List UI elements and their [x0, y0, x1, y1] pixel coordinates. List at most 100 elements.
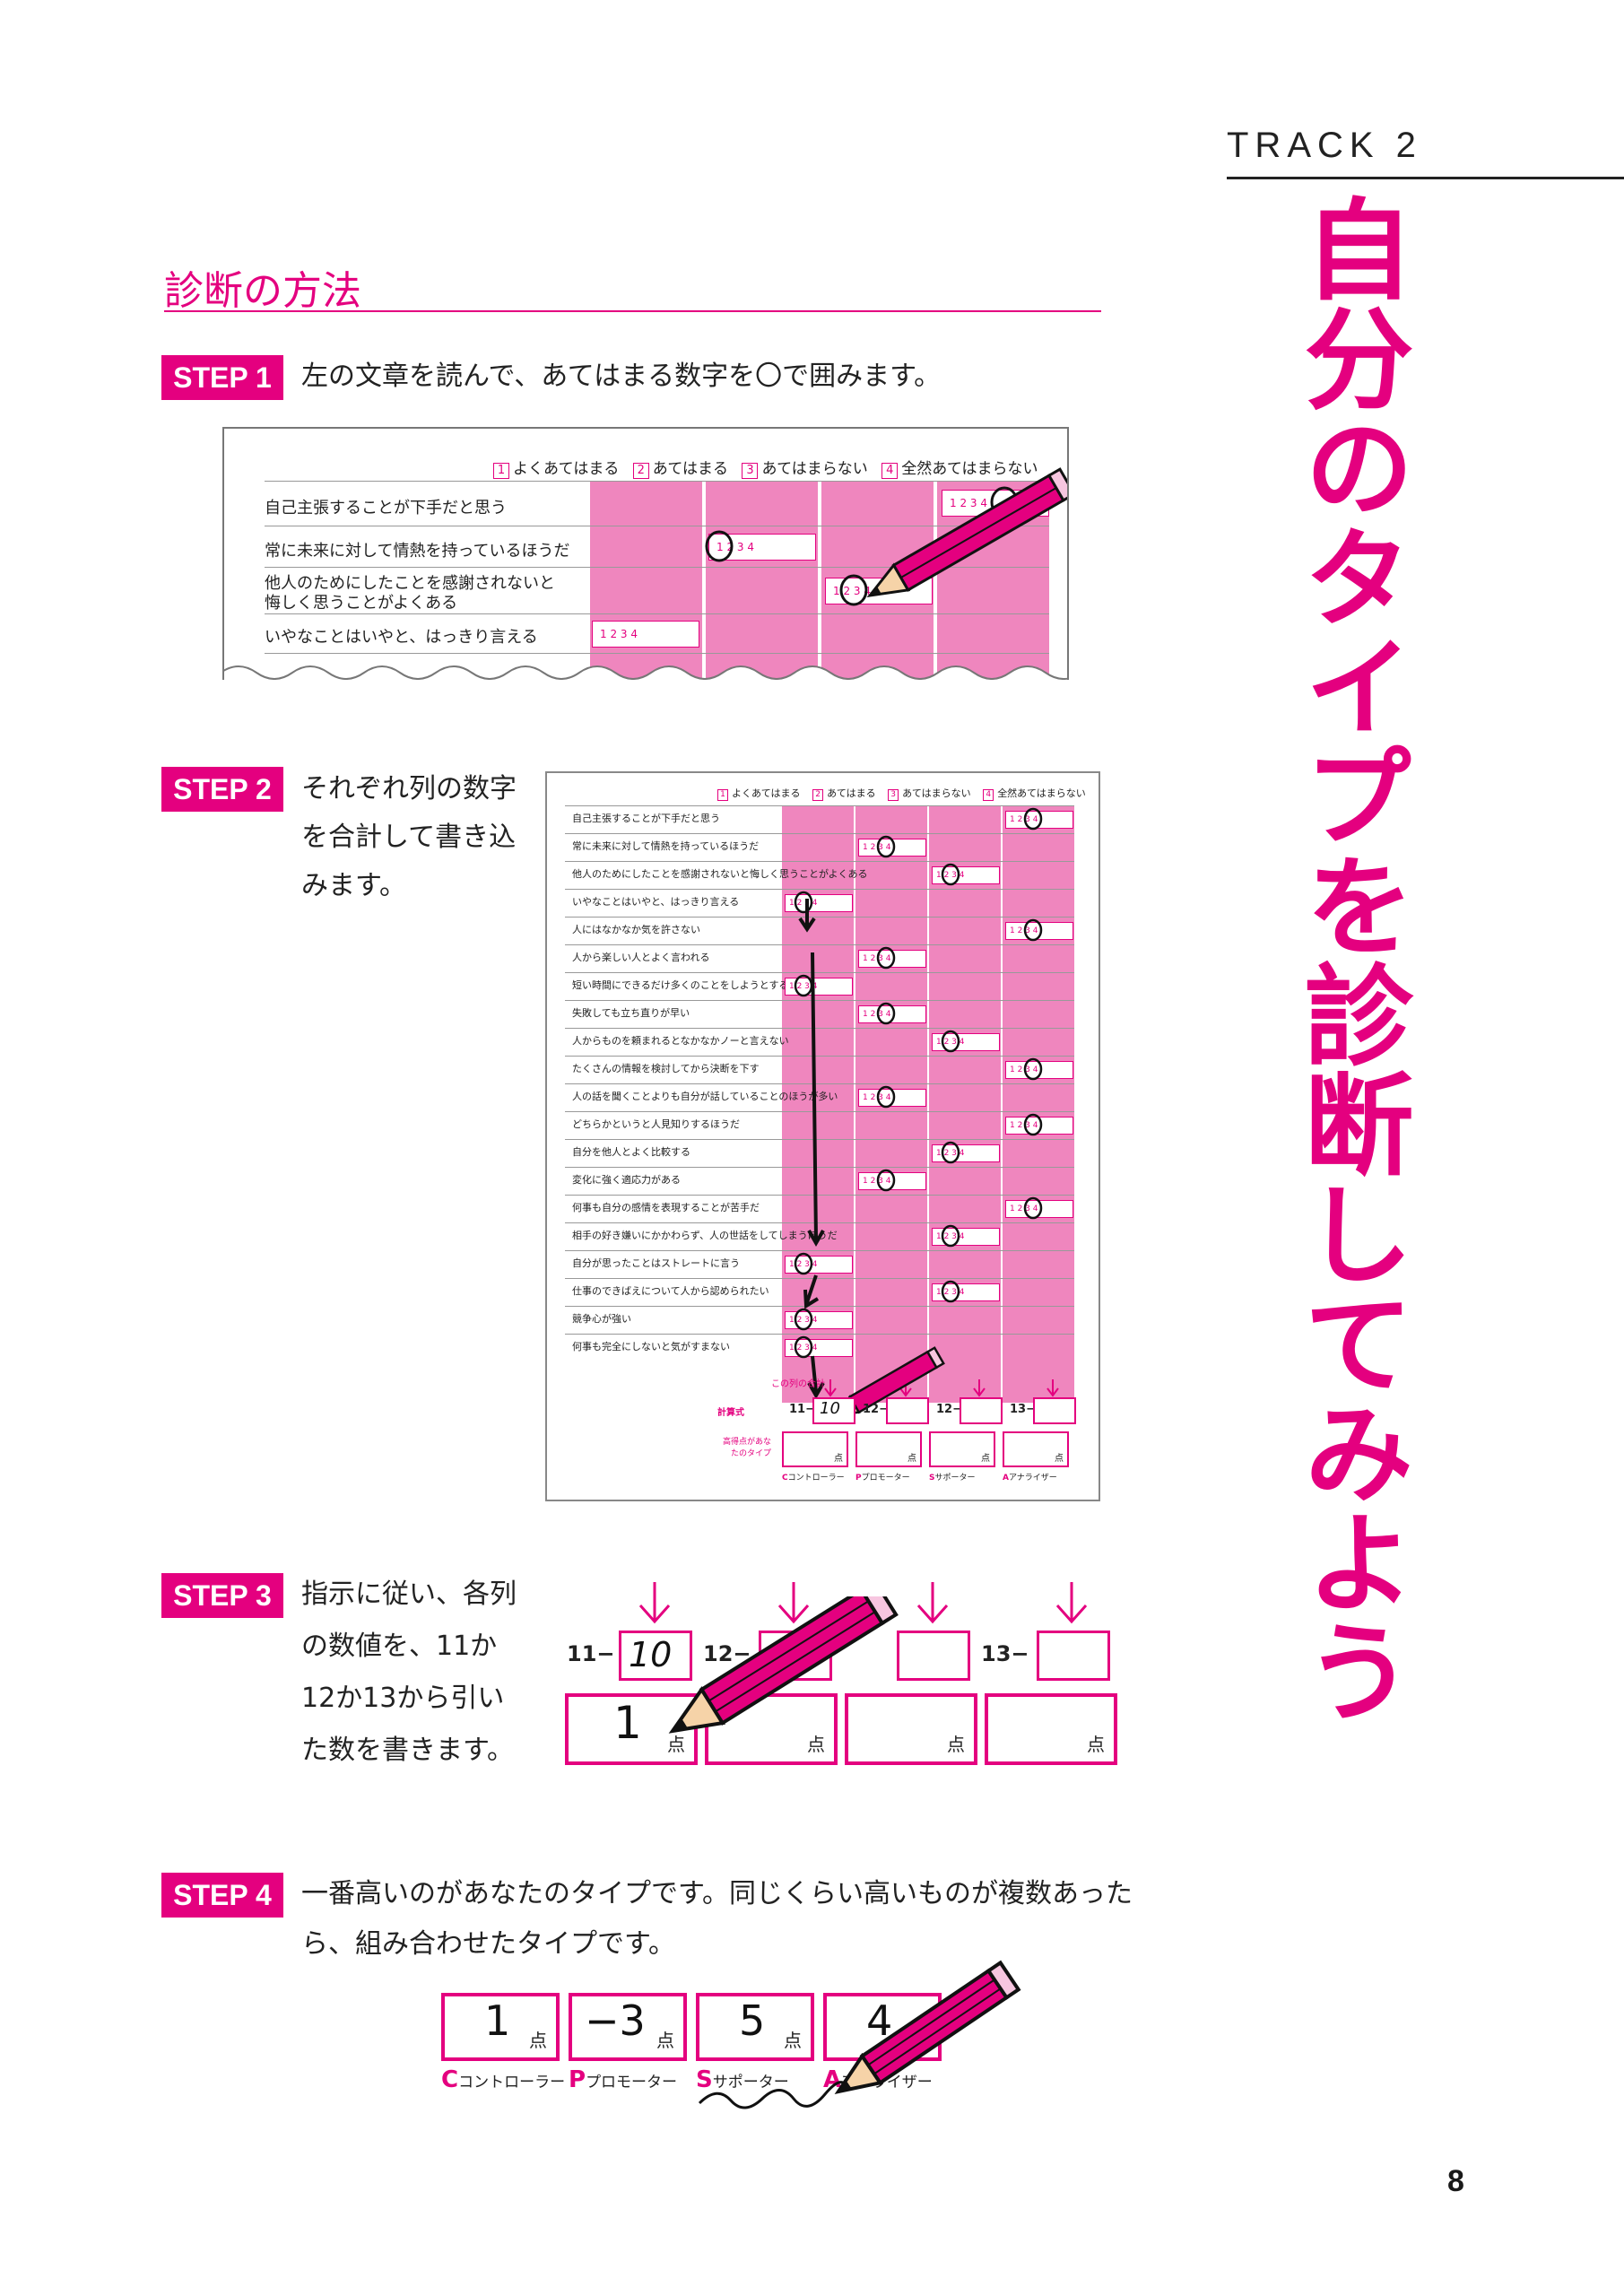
- answer-circle: [1023, 1196, 1043, 1220]
- step3-line-1: 指示に従い、各列: [301, 1578, 517, 1610]
- sum-label: この列の合計: [771, 1379, 825, 1389]
- step1-text: 左の文章を読んで、あてはまる数字を〇で囲みます。: [301, 361, 942, 392]
- answer-column-3: [929, 805, 1001, 1403]
- track-label: TRACK 2: [1227, 126, 1422, 165]
- row-divider: [565, 1306, 1074, 1307]
- legend-label-3: あてはまらない: [902, 787, 971, 799]
- answer-cell: 1 2 3 4: [708, 534, 816, 561]
- down-arrow-icon: [824, 1379, 837, 1397]
- question-text: 悔しく思うことがよくある: [265, 594, 458, 613]
- type-label-analyzer: Aアナライザー: [1003, 1474, 1057, 1483]
- calc-box-3: [960, 1397, 1003, 1424]
- question-text: 失敗しても立ち直りが早い: [572, 1007, 690, 1019]
- row-divider: [565, 889, 1074, 890]
- answer-circle: [876, 1085, 896, 1109]
- answer-circle: [941, 1030, 960, 1053]
- handwritten-total: 10: [820, 1399, 840, 1418]
- question-text: 常に未来に対して情熱を持っているほうだ: [265, 542, 570, 561]
- legend-label-1: よくあてはまる: [513, 460, 620, 478]
- question-text: 他人のためにしたことを感謝されないと悔しく思うことがよくある: [572, 868, 868, 880]
- question-text: 常に未来に対して情熱を持っているほうだ: [572, 840, 760, 852]
- question-text: 自分を他人とよく比較する: [572, 1146, 690, 1158]
- answer-cell: 1 2 3 4: [785, 978, 853, 996]
- question-text: たくさんの情報を検討してから決断を下す: [572, 1063, 760, 1074]
- score-box-3: 点: [845, 1693, 977, 1765]
- answer-circle: [794, 1335, 813, 1359]
- section-title: 診断の方法: [164, 268, 361, 314]
- legend-number-2: 2: [812, 789, 824, 801]
- answer-circle: [1023, 807, 1043, 831]
- legend-number-4: 4: [881, 463, 899, 479]
- legend-label-3: あてはまらない: [761, 460, 868, 478]
- row-divider: [565, 1334, 1074, 1335]
- legend-number-3: 3: [888, 789, 899, 801]
- legend-number-4: 4: [983, 789, 994, 801]
- step3-line-4: た数を書きます。: [301, 1735, 514, 1766]
- question-text: 自己主張することが下手だと思う: [265, 499, 507, 517]
- row-divider: [565, 861, 1074, 862]
- step4-line-2: ら、組み合わせたタイプです。: [301, 1928, 675, 1960]
- question-text: 変化に強く適応力がある: [572, 1174, 681, 1186]
- answer-circle: [1023, 1113, 1043, 1136]
- answer-circle: [941, 863, 960, 886]
- legend-number-1: 1: [493, 463, 509, 479]
- question-text: 競争心が強い: [572, 1313, 631, 1325]
- answer-cell: 1 2 3 4: [785, 1256, 853, 1274]
- question-text: 自己主張することが下手だと思う: [572, 813, 720, 824]
- row-divider: [565, 805, 1074, 806]
- answer-circle: [1023, 918, 1043, 942]
- legend-label-4: 全然あてはまらない: [997, 787, 1086, 799]
- answer-cell: 1 2 3 4: [932, 866, 1000, 884]
- answer-cell: 1 2 3 4: [932, 1283, 1000, 1301]
- legend-label-1: よくあてはまる: [732, 787, 801, 799]
- calc-box-4: [1033, 1397, 1076, 1424]
- type-label-promoter: Pプロモーター: [855, 1474, 910, 1483]
- row-divider: [565, 1083, 1074, 1084]
- answer-cell: 1 2 3 4: [592, 621, 699, 648]
- high-score-label: 高得点があなたのタイプ: [722, 1438, 771, 1458]
- calc-box-1: 10: [619, 1631, 692, 1681]
- answer-circle: [876, 946, 896, 970]
- answer-circle: [1023, 1057, 1043, 1081]
- section-rule: [164, 310, 1101, 312]
- answer-circle: [941, 1141, 960, 1164]
- answer-circle: [876, 1002, 896, 1025]
- answer-cell: 1 2 3 4: [785, 1311, 853, 1329]
- question-text: 相手の好き嫌いにかかわらず、人の世話をしてしまうほうだ: [572, 1230, 838, 1241]
- row-divider: [565, 1028, 1074, 1029]
- question-text: 人から楽しい人とよく言われる: [572, 952, 710, 963]
- step2-line-2: を合計して書き込: [301, 822, 517, 853]
- handwritten-score: 1: [613, 1697, 642, 1749]
- question-text: 何事も完全にしないと気がすまない: [572, 1341, 730, 1352]
- step3-badge: STEP 3: [161, 1573, 283, 1618]
- down-arrows: [638, 1582, 1088, 1624]
- step2-badge: STEP 2: [161, 767, 283, 812]
- handwritten-total: 10: [629, 1635, 673, 1674]
- sheet-annotations: [794, 807, 1059, 1417]
- row-divider: [265, 481, 1049, 482]
- step2-line-3: みます。: [301, 870, 406, 901]
- question-text: 人の話を聞くことよりも自分が話していることのほうが多い: [572, 1091, 838, 1102]
- row-divider: [565, 972, 1074, 973]
- question-text: いやなことはいやと、はっきり言える: [265, 628, 538, 647]
- step2-line-1: それぞれ列の数字: [301, 773, 517, 804]
- torn-edge: [224, 665, 1067, 680]
- result-value: −3: [585, 1996, 646, 2045]
- row-divider: [565, 1111, 1074, 1112]
- type-label-supporter: Sサポーター: [929, 1474, 976, 1483]
- calc-label: 計算式: [717, 1408, 744, 1418]
- question-text: 自分が思ったことはストレートに言う: [572, 1257, 740, 1269]
- calc-box-2: [886, 1397, 929, 1424]
- type-label-controller: Cコントローラー: [782, 1474, 845, 1483]
- legend-label-4: 全然あてはまらない: [901, 460, 1038, 478]
- score-box-2: 点: [705, 1693, 838, 1765]
- answer-circle: [794, 1308, 813, 1331]
- legend-number-2: 2: [632, 463, 649, 479]
- answer-column-2: [706, 481, 818, 680]
- row-divider: [565, 1167, 1074, 1168]
